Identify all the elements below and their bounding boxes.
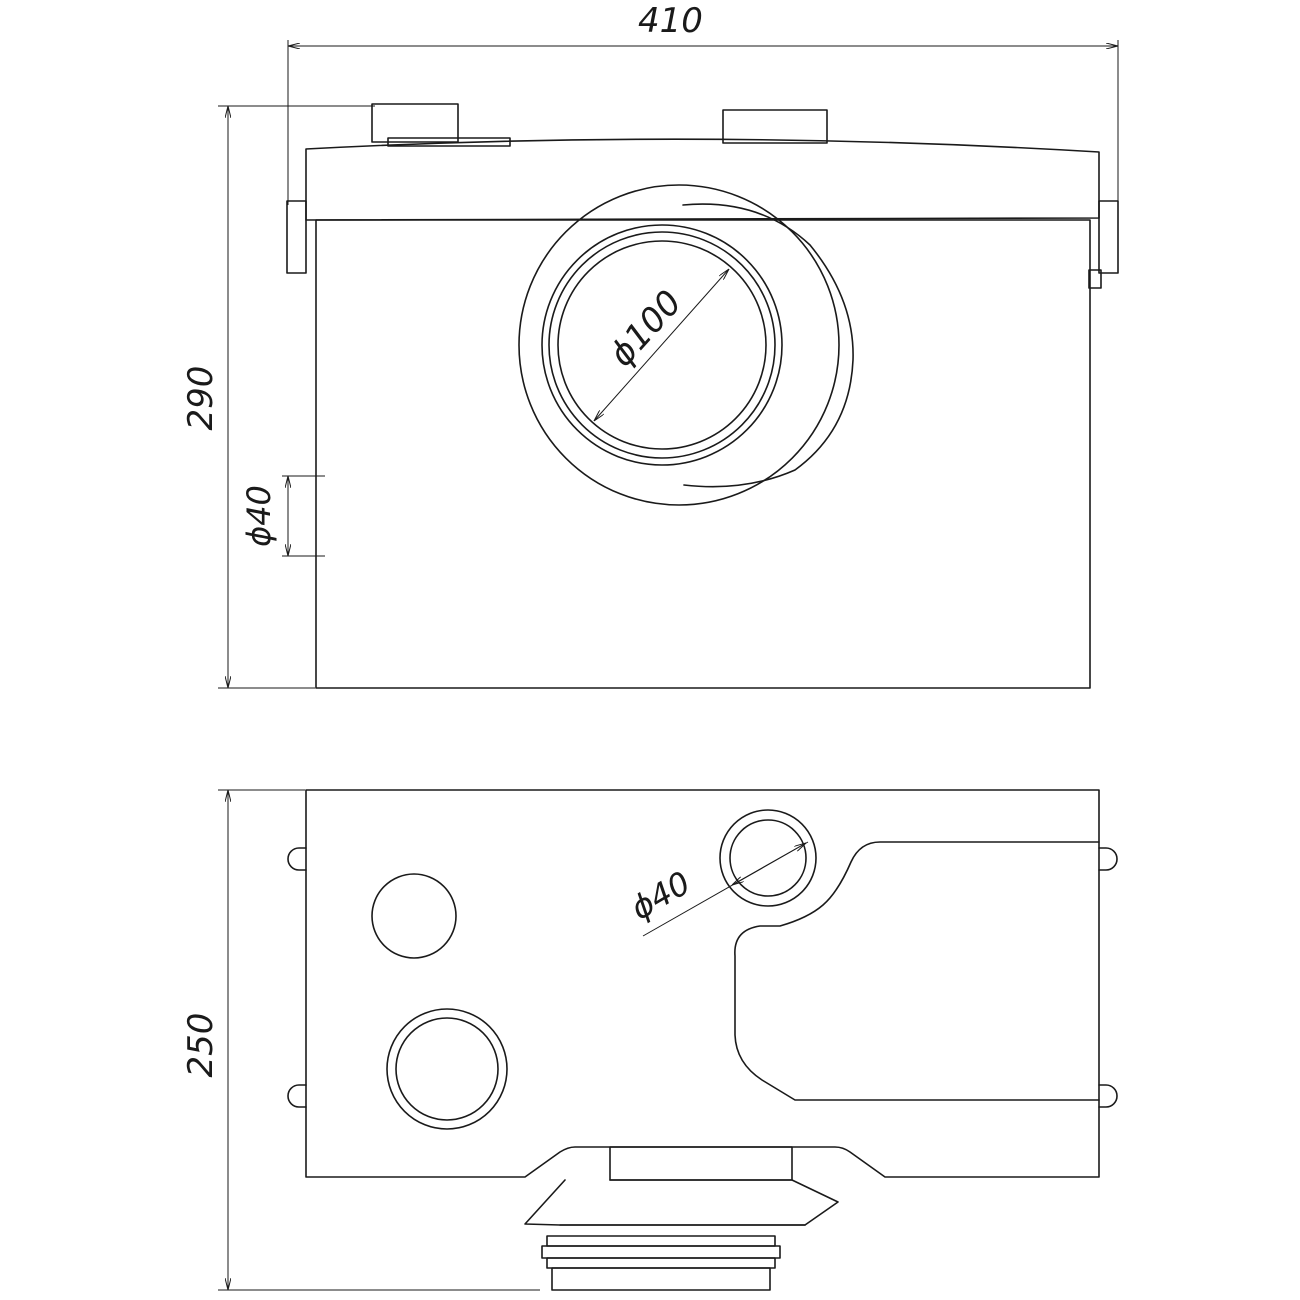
width-dimension: 410 — [287, 1, 1119, 205]
inlet-dimension: ϕ40 — [240, 475, 325, 557]
front-view: 410 290 ϕ100 — [181, 1, 1119, 689]
left-ear-upper — [287, 847, 307, 871]
tank-body — [315, 219, 1091, 689]
depth-dimension: 250 — [181, 789, 540, 1291]
top-view: 250 ϕ40 — [181, 789, 1118, 1291]
left-inlet-lower-ring — [395, 1017, 499, 1121]
right-side-lug — [1098, 200, 1119, 274]
height-dimension-label: 290 — [181, 366, 221, 431]
left-inlet-lower — [386, 1008, 508, 1130]
lid — [305, 138, 1100, 221]
right-ear-upper — [1098, 847, 1118, 871]
inlet-diameter-label: ϕ40 — [240, 485, 278, 547]
height-dimension: 290 — [181, 105, 375, 689]
top-plate — [387, 137, 511, 147]
left-inlet-upper — [371, 873, 457, 959]
vent-inlet-ring — [729, 819, 807, 897]
outlet-pipe: ϕ100 — [518, 184, 854, 506]
left-top-knob — [371, 103, 459, 143]
outlet-spigot — [524, 1146, 839, 1291]
right-ear-lower — [1098, 1084, 1118, 1108]
vent-inlet — [719, 809, 817, 907]
depth-dimension-label: 250 — [181, 1013, 221, 1078]
right-lug-tab — [1088, 269, 1102, 289]
top-housing-outline — [305, 789, 1100, 1178]
motor-housing — [734, 841, 1100, 1101]
right-top-knob — [722, 109, 828, 144]
left-side-lug — [286, 200, 307, 274]
left-ear-lower — [287, 1084, 307, 1108]
top-inlet-diameter-label: ϕ40 — [624, 864, 697, 928]
width-dimension-label: 410 — [638, 1, 703, 41]
